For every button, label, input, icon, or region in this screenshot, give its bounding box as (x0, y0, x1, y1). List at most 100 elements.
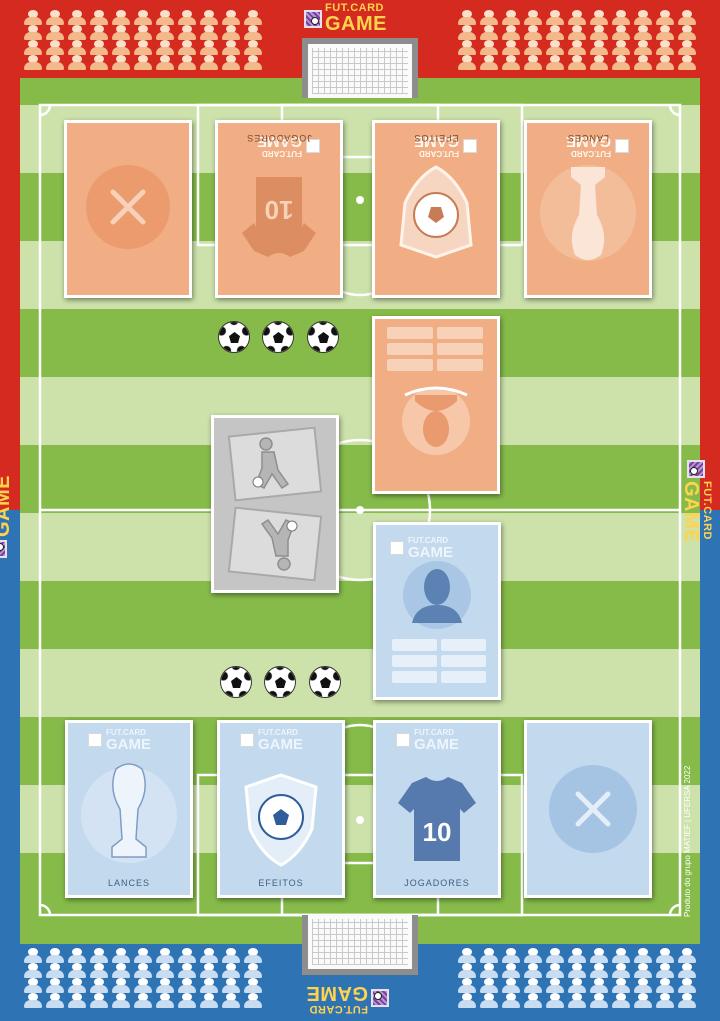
crowd-person (22, 963, 44, 978)
crowd-person (544, 55, 566, 70)
game-logo-top: FUT.CARD GAME (304, 3, 387, 34)
player-deck-jogadores[interactable]: FUT.CARD GAME 10 JOGADORES (373, 720, 501, 898)
center-play-card[interactable] (211, 415, 339, 593)
jersey-number: 10 (422, 817, 452, 847)
jersey-icon (398, 777, 476, 861)
card-logo-big: GAME (414, 735, 459, 753)
crowd-person (154, 55, 176, 70)
crowd-person (456, 40, 478, 55)
logo-mark-icon (371, 989, 389, 1008)
player-deck-lances[interactable]: FUT.CARD GAME LANCES (65, 720, 193, 898)
crowd-person (154, 40, 176, 55)
crowd-top-left (22, 10, 264, 70)
opponent-active-card[interactable] (372, 316, 500, 494)
crowd-person (44, 978, 66, 993)
opponent-ball-1 (218, 321, 250, 353)
goal-net (312, 48, 408, 94)
card-logo-small: FUT.CARD (414, 727, 454, 737)
crowd-person (544, 978, 566, 993)
crowd-person (566, 948, 588, 963)
crowd-person (176, 978, 198, 993)
logo-mark-icon (396, 733, 410, 747)
crowd-person (522, 993, 544, 1008)
crowd-person (610, 978, 632, 993)
crowd-person (66, 10, 88, 25)
crowd-person (676, 948, 698, 963)
crowd-person (88, 55, 110, 70)
crowd-person (198, 55, 220, 70)
crowd-person (198, 963, 220, 978)
field-stripe (20, 377, 700, 445)
crowd-person (154, 948, 176, 963)
crowd-person (610, 948, 632, 963)
crowd-person (242, 978, 264, 993)
crowd-person (456, 948, 478, 963)
game-logo-right: FUT.CARD GAME (680, 460, 713, 543)
crowd-person (242, 993, 264, 1008)
player-discard-slot[interactable] (524, 720, 652, 898)
crowd-person (154, 25, 176, 40)
ball-shield-icon (244, 773, 318, 867)
players-duel-icon (227, 426, 323, 582)
trophy-icon (540, 165, 636, 261)
ball-shield-icon (399, 165, 473, 259)
crowd-person (478, 948, 500, 963)
crowd-person (44, 55, 66, 70)
card-logo-small: FUT.CARD (408, 535, 448, 545)
opponent-deck-lances[interactable]: FUT.CARD GAME LANCES (524, 120, 652, 298)
crowd-person (198, 948, 220, 963)
crowd-person (132, 40, 154, 55)
crowd-person (500, 10, 522, 25)
crowd-person (44, 963, 66, 978)
crowd-person (44, 25, 66, 40)
crowd-person (22, 25, 44, 40)
crowd-bottom-left (22, 948, 264, 1008)
crowd-person (522, 25, 544, 40)
crowd-person (478, 55, 500, 70)
crowd-person (632, 978, 654, 993)
crowd-person (654, 963, 676, 978)
crowd-person (654, 978, 676, 993)
player-ball-1 (220, 666, 252, 698)
crowd-person (220, 40, 242, 55)
player-deck-efeitos[interactable]: FUT.CARD GAME EFEITOS (217, 720, 345, 898)
crowd-person (66, 25, 88, 40)
crowd-person (176, 40, 198, 55)
crowd-person (566, 10, 588, 25)
crowd-person (220, 993, 242, 1008)
crowd-person (22, 55, 44, 70)
crowd-person (88, 25, 110, 40)
crowd-person (110, 978, 132, 993)
crowd-person (132, 55, 154, 70)
crowd-person (132, 10, 154, 25)
crowd-person (500, 978, 522, 993)
crowd-person (588, 10, 610, 25)
crowd-person (110, 948, 132, 963)
crowd-person (500, 25, 522, 40)
crowd-person (610, 963, 632, 978)
crowd-person (632, 55, 654, 70)
crowd-person (66, 978, 88, 993)
opponent-deck-jogadores[interactable]: FUT.CARD GAME 10 JOGADORES (215, 120, 343, 298)
opponent-ball-2 (262, 321, 294, 353)
crowd-person (610, 55, 632, 70)
crowd-person (456, 963, 478, 978)
opponent-deck-efeitos[interactable]: FUT.CARD GAME EFEITOS (372, 120, 500, 298)
crowd-person (66, 40, 88, 55)
crowd-person (654, 948, 676, 963)
crowd-person (456, 25, 478, 40)
crowd-person (110, 963, 132, 978)
crowd-person (88, 10, 110, 25)
crowd-person (500, 963, 522, 978)
crowd-person (198, 978, 220, 993)
player-active-card[interactable]: FUT.CARD GAME (373, 522, 501, 700)
logo-big-text: GAME (306, 982, 368, 1004)
card-logo: FUT.CARD GAME (240, 728, 328, 752)
crowd-person (566, 963, 588, 978)
crowd-person (588, 40, 610, 55)
player-ball-2 (264, 666, 296, 698)
opponent-discard-slot[interactable] (64, 120, 192, 298)
crowd-person (88, 948, 110, 963)
crowd-person (110, 25, 132, 40)
logo-small-text: FUT.CARD (325, 2, 384, 14)
